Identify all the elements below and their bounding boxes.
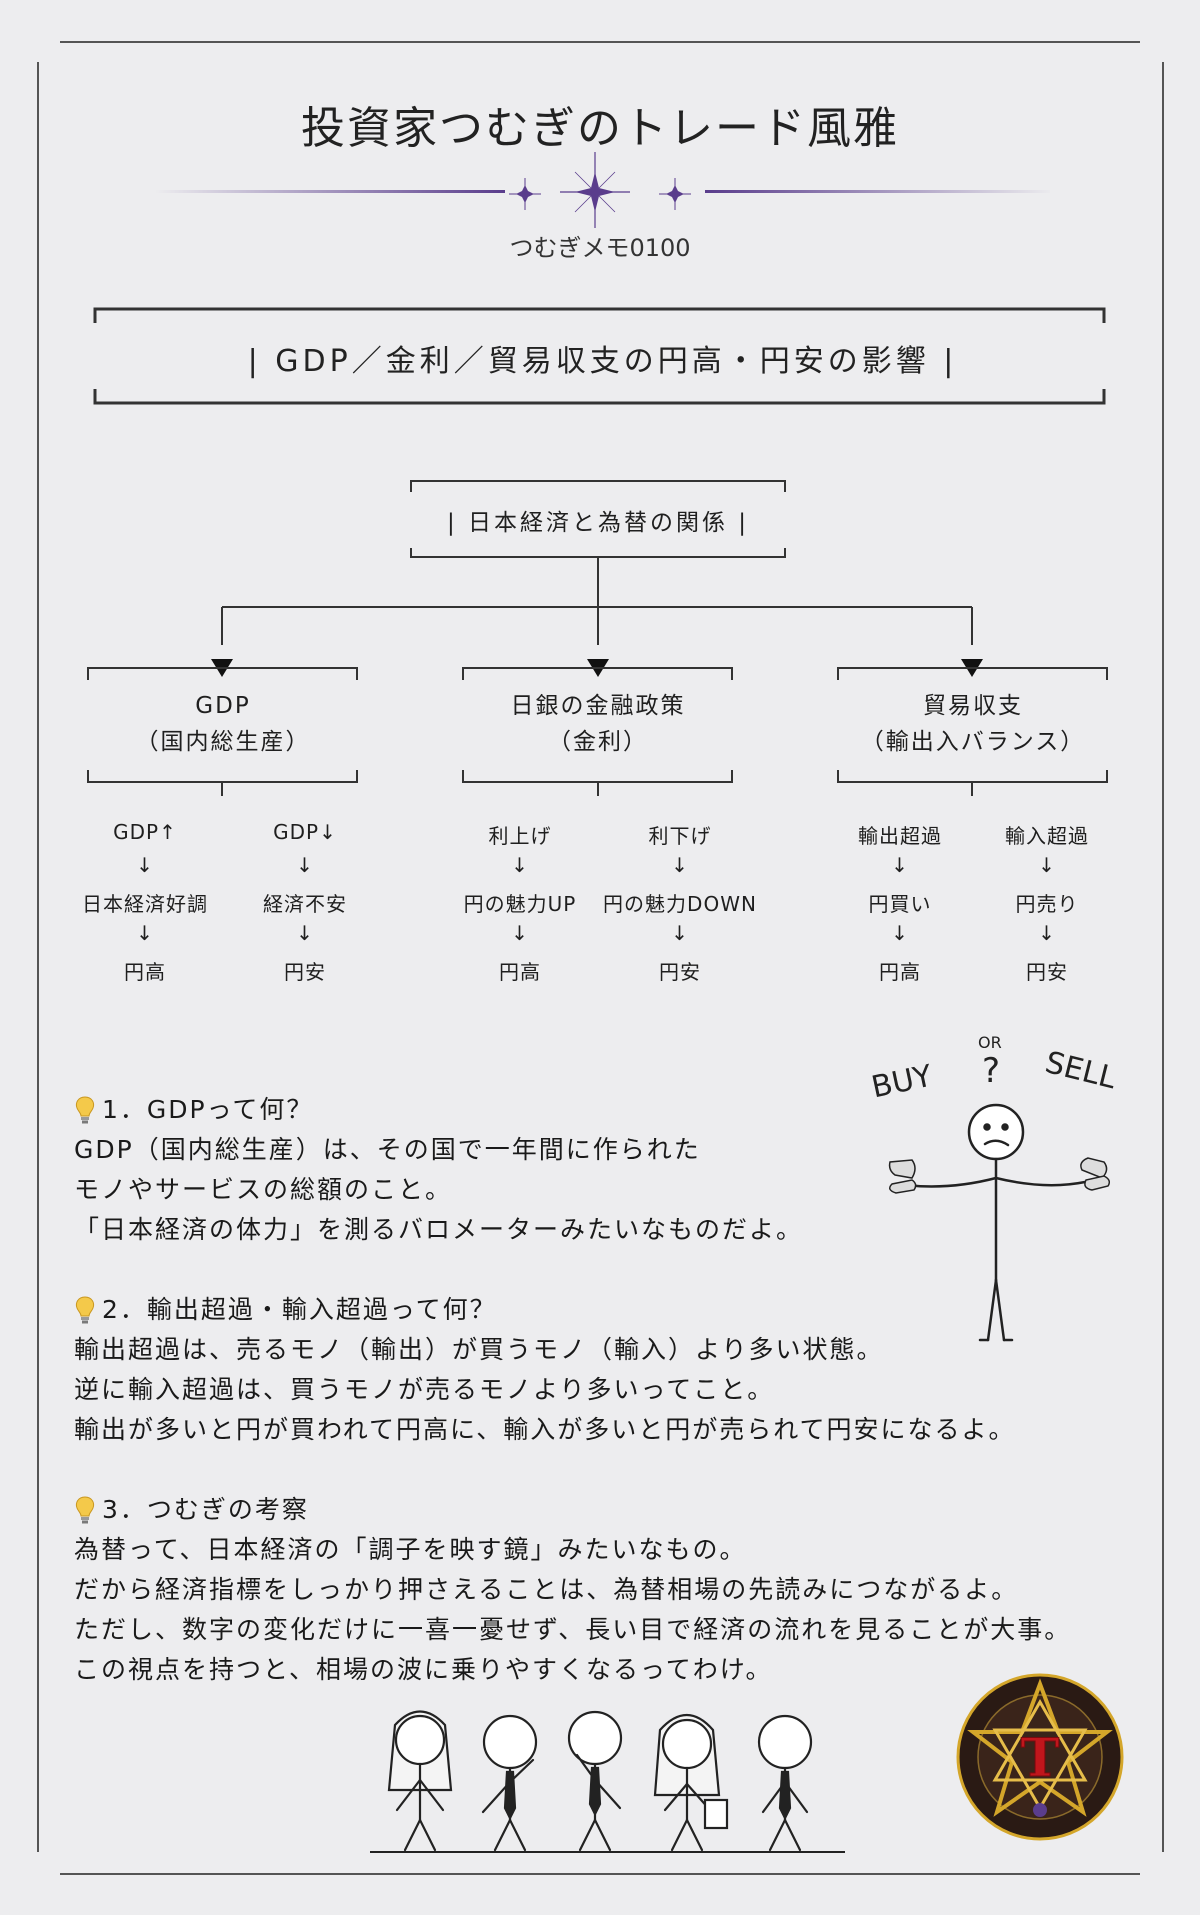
section-line: 為替って、日本経済の「調子を映す鏡」みたいなもの。 — [74, 1535, 747, 1564]
section-line: だから経済指標をしっかり押さえることは、為替相場の先読みにつながるよ。 — [74, 1575, 1019, 1604]
headline-bracket — [93, 307, 1106, 405]
page-title: 投資家つむぎのトレード風雅 — [301, 103, 899, 154]
memo-number: つむぎメモ0100 — [509, 234, 691, 262]
flow-arrow-icon: ↓ — [136, 921, 154, 945]
seal-logo: T — [956, 1673, 1124, 1841]
flow-arrow-icon: ↓ — [136, 853, 154, 877]
flow-arrow-icon: ↓ — [296, 921, 314, 945]
sell-text: SELL — [1042, 1045, 1120, 1096]
section-line: ただし、数字の変化だけに一喜一憂せず、長い目で経済の流れを見ることが大事。 — [74, 1615, 1072, 1644]
section-trade-surplus: 2．輸出超過・輸入超過って何？ 輸出超過は、売るモノ（輸出）が買うモノ（輸入）よ… — [74, 1290, 1016, 1450]
section-line: モノやサービスの総額のこと。 — [74, 1175, 453, 1204]
flow-cause: 利下げ — [648, 824, 712, 848]
section-heading-text: 2．輸出超過・輸入超過って何？ — [102, 1295, 497, 1324]
flow-effect: 経済不安 — [263, 892, 347, 916]
section-heading: 1．GDPって何？ — [74, 1090, 803, 1130]
flow-arrow-icon: ↓ — [511, 921, 529, 945]
money-right-icon — [1080, 1157, 1111, 1191]
flow-result: 円高 — [499, 960, 541, 984]
section-line: 輸出が多いと円が買われて円高に、輸入が多いと円が売られて円安になるよ。 — [74, 1415, 1016, 1444]
category-label-line2: （金利） — [548, 729, 648, 755]
flow-cause: 輸出超過 — [858, 824, 942, 848]
top-border — [60, 41, 1140, 43]
category-gdp: GDP （国内総生産） — [88, 688, 358, 760]
flow-arrow-icon: ↓ — [891, 921, 909, 945]
diagram-connectors — [87, 480, 1108, 796]
lightbulb-icon — [75, 1096, 95, 1124]
section-heading-text: 1．GDPって何？ — [102, 1095, 314, 1124]
or-text: OR — [978, 1033, 1002, 1052]
flow-result: 円安 — [659, 960, 701, 984]
flow-arrow-icon: ↓ — [671, 921, 689, 945]
category-label-line2: （国内総生産） — [135, 729, 311, 755]
headline: | GDP／金利／貿易収支の円高・円安の影響 | — [247, 344, 958, 379]
flow-arrow-icon: ↓ — [891, 853, 909, 877]
flow-arrow-icon: ↓ — [1038, 921, 1056, 945]
section-gdp: 1．GDPって何？ GDP（国内総生産）は、その国で一年間に作られた モノやサー… — [74, 1090, 803, 1250]
flow-arrow-icon: ↓ — [671, 853, 689, 877]
bottom-border — [60, 1873, 1140, 1875]
question-mark: ? — [982, 1051, 1000, 1091]
category-label-line1: 日銀の金融政策 — [510, 693, 686, 719]
sparkle-right-icon — [659, 178, 691, 210]
flow-arrow-icon: ↓ — [296, 853, 314, 877]
sparkle-divider — [155, 152, 1050, 228]
flow-cause: GDP↓ — [273, 820, 337, 844]
lightbulb-icon — [75, 1496, 95, 1524]
buy-text: BUY — [868, 1058, 935, 1105]
section-line: 「日本経済の体力」を測るバロメーターみたいなものだよ。 — [74, 1215, 804, 1244]
stick-figures-group — [370, 1710, 845, 1853]
flow-effect: 円の魅力DOWN — [603, 892, 757, 916]
flow-result: 円高 — [124, 960, 166, 984]
flow-cause: 利上げ — [488, 824, 552, 848]
flow-result: 円高 — [879, 960, 921, 984]
stick-head — [967, 1103, 1025, 1161]
right-border — [1162, 62, 1164, 1852]
flow-arrow-icon: ↓ — [511, 853, 529, 877]
flow-cause: GDP↑ — [113, 820, 177, 844]
logo-letter: T — [1021, 1728, 1060, 1789]
flow-effect: 円売り — [1015, 892, 1079, 916]
section-line: この視点を持つと、相場の波に乗りやすくなるってわけ。 — [74, 1655, 773, 1684]
left-border — [37, 62, 39, 1852]
category-label-line2: （輸出入バランス） — [860, 729, 1086, 755]
money-left-icon — [888, 1159, 917, 1194]
flow-result: 円安 — [1026, 960, 1068, 984]
section-heading: 3．つむぎの考察 — [74, 1490, 1071, 1530]
flow-effect: 円の魅力UP — [463, 892, 577, 916]
section-line: GDP（国内総生産）は、その国で一年間に作られた — [74, 1135, 701, 1164]
section-line: 逆に輸入超過は、買うモノが売るモノより多いってこと。 — [74, 1375, 775, 1404]
section-heading: 2．輸出超過・輸入超過って何？ — [74, 1290, 1016, 1330]
buy-or-sell-illustration: BUY OR ? SELL — [868, 1033, 1120, 1342]
diagram-root-label: | 日本経済と為替の関係 | — [446, 510, 750, 536]
flow-effect: 日本経済好調 — [82, 892, 208, 916]
category-monetary-policy: 日銀の金融政策 （金利） — [463, 688, 733, 760]
flow-arrow-icon: ↓ — [1038, 853, 1056, 877]
category-label-line1: 貿易収支 — [923, 693, 1023, 719]
section-insight: 3．つむぎの考察 為替って、日本経済の「調子を映す鏡」みたいなもの。 だから経済… — [74, 1490, 1071, 1690]
sparkle-left-icon — [509, 178, 541, 210]
section-heading-text: 3．つむぎの考察 — [102, 1495, 309, 1524]
hexagram-icon — [967, 1678, 1113, 1817]
lightbulb-icon — [75, 1296, 95, 1324]
section-line: 輸出超過は、売るモノ（輸出）が買うモノ（輸入）より多い状態。 — [74, 1335, 884, 1364]
category-label-line1: GDP — [195, 693, 251, 719]
flow-effect: 円買い — [868, 892, 932, 916]
category-trade-balance: 貿易収支 （輸出入バランス） — [838, 688, 1108, 760]
flow-cause: 輸入超過 — [1005, 824, 1089, 848]
sparkle-center-icon — [560, 152, 630, 228]
flow-result: 円安 — [284, 960, 326, 984]
